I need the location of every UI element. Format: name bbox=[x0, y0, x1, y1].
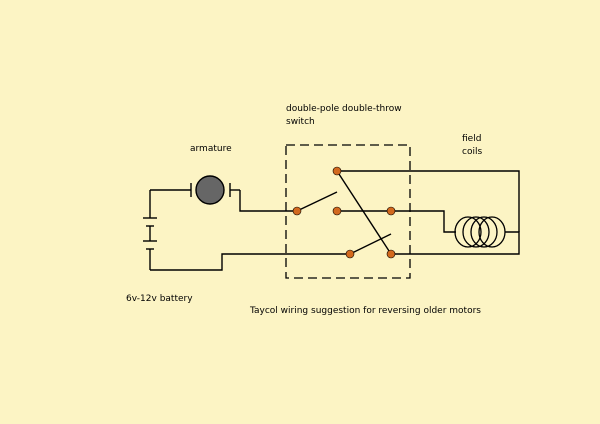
battery-label: 6v-12v battery bbox=[126, 294, 193, 304]
wire-armature-to-pole1 bbox=[239, 190, 297, 212]
switch-terminal bbox=[332, 166, 342, 176]
switch-blade-1 bbox=[296, 191, 338, 212]
armature-label: armature bbox=[190, 144, 232, 154]
switch-terminal bbox=[345, 249, 355, 259]
field-coil-symbol bbox=[454, 216, 506, 248]
switch-terminal bbox=[292, 206, 302, 216]
caption: Taycol wiring suggestion for reversing o… bbox=[250, 306, 481, 316]
wire-to-field-top bbox=[337, 170, 520, 232]
switch-blade-2 bbox=[349, 233, 392, 255]
battery-symbol bbox=[143, 190, 157, 270]
switch-terminal bbox=[386, 249, 396, 259]
switch-terminal bbox=[386, 206, 396, 216]
switch-terminal bbox=[332, 206, 342, 216]
wire-field-bottom bbox=[391, 231, 520, 255]
field-coils-label: field coils bbox=[462, 134, 483, 157]
switch-label: double-pole double-throw switch bbox=[286, 104, 402, 127]
wire-battery-to-pole2 bbox=[150, 253, 350, 271]
armature-symbol bbox=[190, 175, 240, 205]
wire-cross-right bbox=[336, 170, 392, 255]
wire-to-field-left bbox=[391, 210, 456, 233]
